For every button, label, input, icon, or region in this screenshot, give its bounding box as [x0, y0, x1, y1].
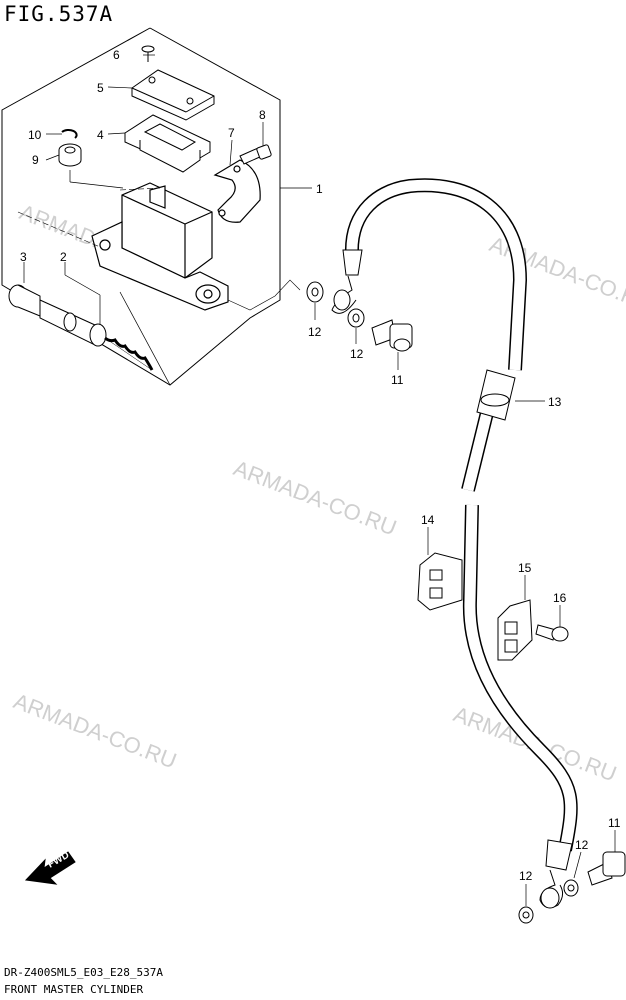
snap-ring — [61, 128, 78, 139]
screw — [141, 45, 155, 62]
callouts: 1 2 3 4 5 6 7 8 9 10 11 11 12 12 12 12 1… — [20, 48, 621, 883]
callout-1: 1 — [316, 182, 323, 196]
handlebar-clamp — [213, 159, 261, 223]
callout-13: 13 — [548, 395, 562, 409]
callout-15: 15 — [518, 561, 532, 575]
callout-12: 12 — [350, 347, 364, 361]
callout-16: 16 — [553, 591, 567, 605]
brake-hose — [344, 178, 578, 852]
watermark: ARMADA-CO.RU — [230, 455, 400, 540]
clamp-bolt — [239, 144, 272, 165]
upper-banjo-fitting — [331, 249, 363, 314]
washer — [306, 281, 579, 924]
master-cylinder-body — [91, 182, 229, 311]
callout-6: 6 — [113, 48, 120, 62]
callout-14: 14 — [421, 513, 435, 527]
callout-3: 3 — [20, 250, 27, 264]
banjo-bolt — [371, 319, 413, 352]
callout-11: 11 — [608, 816, 621, 830]
callout-8: 8 — [259, 108, 266, 122]
callout-11: 11 — [391, 373, 404, 387]
hose-protector — [476, 369, 516, 421]
boot — [58, 143, 82, 167]
center-line — [227, 279, 301, 311]
leader-line — [64, 274, 101, 296]
leader-line — [69, 181, 124, 189]
bracket-screw — [535, 624, 569, 642]
center-line — [119, 187, 161, 191]
leader-line — [119, 291, 171, 386]
callout-7: 7 — [228, 126, 235, 140]
piston-assembly — [8, 284, 154, 371]
callout-12: 12 — [575, 838, 589, 852]
callout-2: 2 — [60, 250, 67, 264]
callout-leaders — [45, 54, 616, 906]
banjo-bolt — [587, 851, 626, 886]
watermark: ARMADA-CO.RU — [486, 231, 626, 316]
figure-title: FIG.537A — [4, 2, 114, 26]
center-line — [17, 211, 101, 248]
callout-9: 9 — [32, 153, 39, 167]
hose-guide-bracket — [497, 599, 533, 661]
watermark: ARMADA-CO.RU — [10, 688, 180, 773]
callout-12: 12 — [308, 325, 322, 339]
footer-code: DR-Z400SML5_E03_E28_537A — [4, 966, 163, 979]
fwd-arrow-icon: FWD — [24, 850, 76, 885]
callout-5: 5 — [97, 81, 104, 95]
diaphragm — [124, 114, 211, 173]
assembly-boundary — [1, 27, 281, 386]
callout-10: 10 — [28, 128, 42, 142]
callout-4: 4 — [97, 128, 104, 142]
footer-name: FRONT MASTER CYLINDER — [4, 983, 144, 996]
hose-clamp-bracket — [417, 552, 463, 611]
reservoir-cap — [131, 69, 215, 121]
lower-banjo-fitting — [539, 839, 573, 909]
callout-12: 12 — [519, 869, 533, 883]
